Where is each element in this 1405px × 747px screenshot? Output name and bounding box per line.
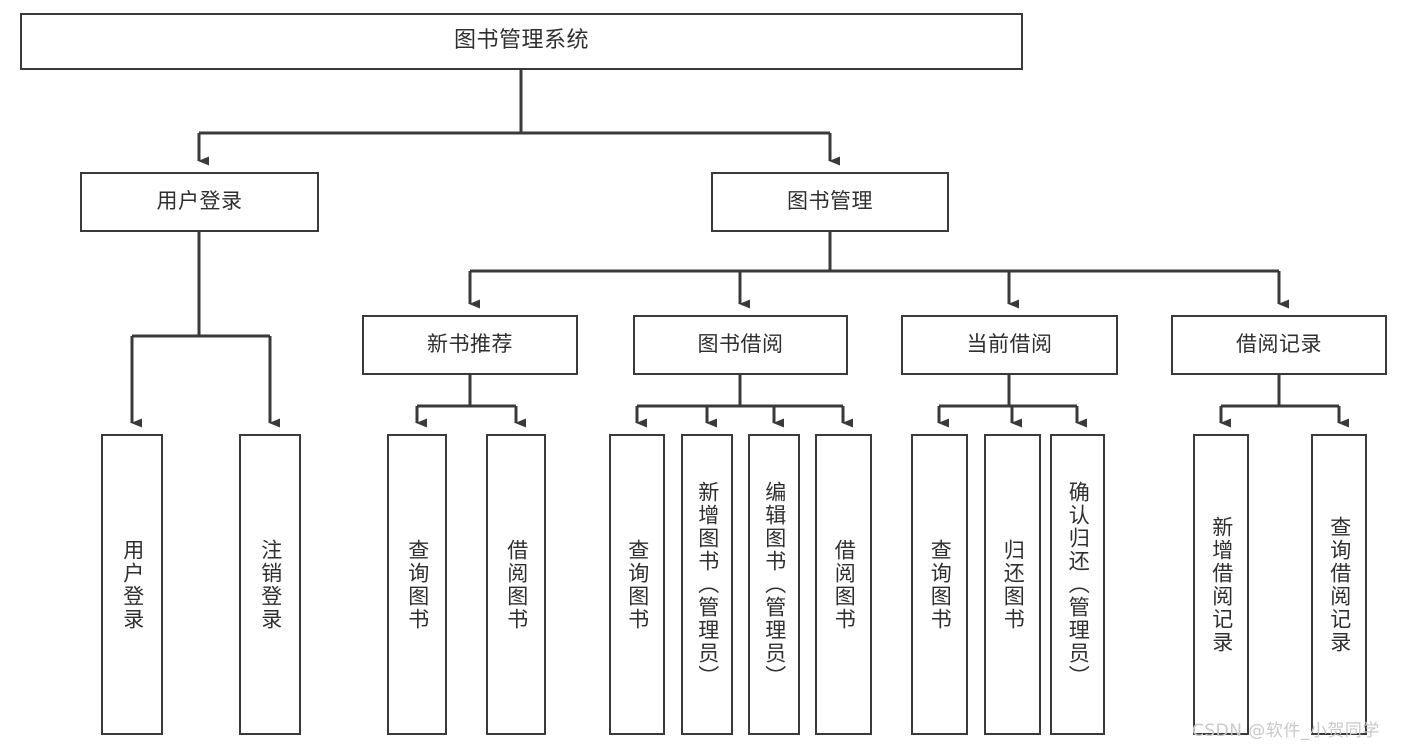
node-leaf-user-logout[interactable]: 注销登录 [239, 434, 301, 735]
node-label: 图书管理 [787, 189, 873, 214]
node-leaf-edit-book-admin[interactable]: 编辑图书（管理员） [748, 434, 800, 735]
node-label: 借阅图书 [504, 538, 529, 631]
node-new-book-recommend[interactable]: 新书推荐 [362, 315, 578, 375]
node-label: 新书推荐 [427, 332, 513, 357]
node-leaf-confirm-return-admin[interactable]: 确认归还（管理员） [1050, 434, 1105, 735]
node-leaf-borrow-book[interactable]: 借阅图书 [815, 434, 872, 735]
node-leaf-return-book[interactable]: 归还图书 [984, 434, 1041, 735]
node-label: 编辑图书（管理员） [762, 481, 787, 688]
node-label: 确认归还（管理员） [1066, 481, 1091, 688]
node-label: 当前借阅 [966, 332, 1053, 357]
node-label: 查询借阅记录 [1327, 515, 1352, 654]
node-root-book-management-system[interactable]: 图书管理系统 [20, 13, 1023, 70]
node-label: 新增借阅记录 [1209, 515, 1234, 654]
node-leaf-query-borrow-record[interactable]: 查询借阅记录 [1311, 434, 1367, 735]
csdn-watermark: CSDN @软件_小贺同学 [1192, 721, 1380, 741]
node-label: 借阅图书 [832, 538, 857, 631]
node-leaf-query-book-recommend[interactable]: 查询图书 [387, 434, 447, 735]
node-book-borrow[interactable]: 图书借阅 [633, 315, 848, 375]
node-label: 查询图书 [405, 538, 430, 631]
node-label: 用户登录 [156, 189, 243, 214]
node-label: 查询图书 [625, 538, 650, 631]
node-label: 新增图书（管理员） [695, 481, 720, 688]
node-label: 借阅记录 [1236, 332, 1322, 357]
node-leaf-query-book-current[interactable]: 查询图书 [911, 434, 968, 735]
node-leaf-borrow-book-recommend[interactable]: 借阅图书 [486, 434, 546, 735]
node-book-management[interactable]: 图书管理 [711, 172, 949, 232]
node-leaf-query-book-borrow[interactable]: 查询图书 [609, 434, 665, 735]
node-label: 查询图书 [928, 538, 953, 631]
node-label: 用户登录 [120, 538, 145, 631]
node-leaf-user-login[interactable]: 用户登录 [101, 434, 163, 735]
node-borrow-record[interactable]: 借阅记录 [1171, 315, 1387, 375]
node-leaf-add-borrow-record[interactable]: 新增借阅记录 [1193, 434, 1249, 735]
node-label: 归还图书 [1001, 538, 1026, 631]
node-current-borrow[interactable]: 当前借阅 [901, 315, 1118, 375]
node-user-login[interactable]: 用户登录 [80, 172, 319, 232]
node-leaf-add-book-admin[interactable]: 新增图书（管理员） [681, 434, 733, 735]
node-label: 图书管理系统 [453, 28, 589, 54]
node-label: 图书借阅 [697, 332, 784, 357]
node-label: 注销登录 [258, 538, 283, 631]
